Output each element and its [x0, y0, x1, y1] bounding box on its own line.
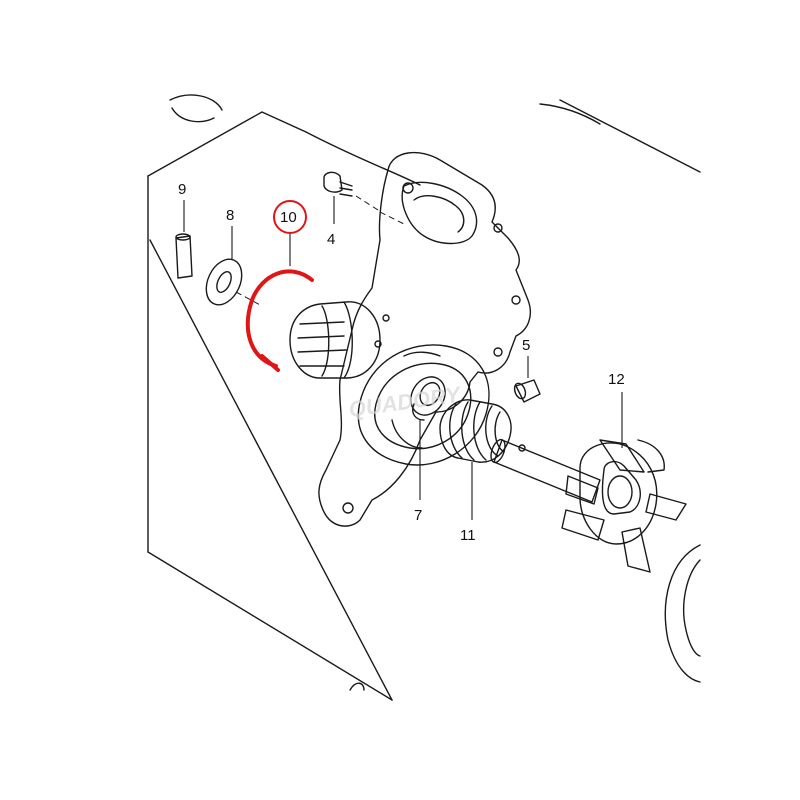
part-label-8: 8: [226, 207, 234, 224]
part-label-7: 7: [414, 507, 422, 524]
bolt: 4: [323, 171, 405, 248]
part-label-12: 12: [608, 371, 625, 388]
oil-seal: 7: [410, 376, 446, 524]
part-label-4: 4: [327, 231, 335, 248]
part-10-callout-circle: [273, 200, 307, 234]
highlighted-o-ring: 10: [245, 200, 314, 372]
washer: 8: [205, 207, 263, 307]
pump-cover: [318, 151, 532, 527]
part-label-10: 10: [280, 209, 297, 226]
engine-case-outline: [147, 94, 701, 701]
pump-hub: [289, 301, 381, 379]
part-label-11: 11: [460, 527, 476, 544]
small-pin: 5: [513, 337, 541, 403]
mechanical-seal: 11: [439, 399, 512, 544]
part-label-9: 9: [178, 181, 186, 198]
impeller: 12: [561, 371, 687, 573]
dowel-pin: 9: [175, 181, 193, 279]
pump-shaft: [490, 438, 601, 503]
part-label-5: 5: [522, 337, 530, 354]
